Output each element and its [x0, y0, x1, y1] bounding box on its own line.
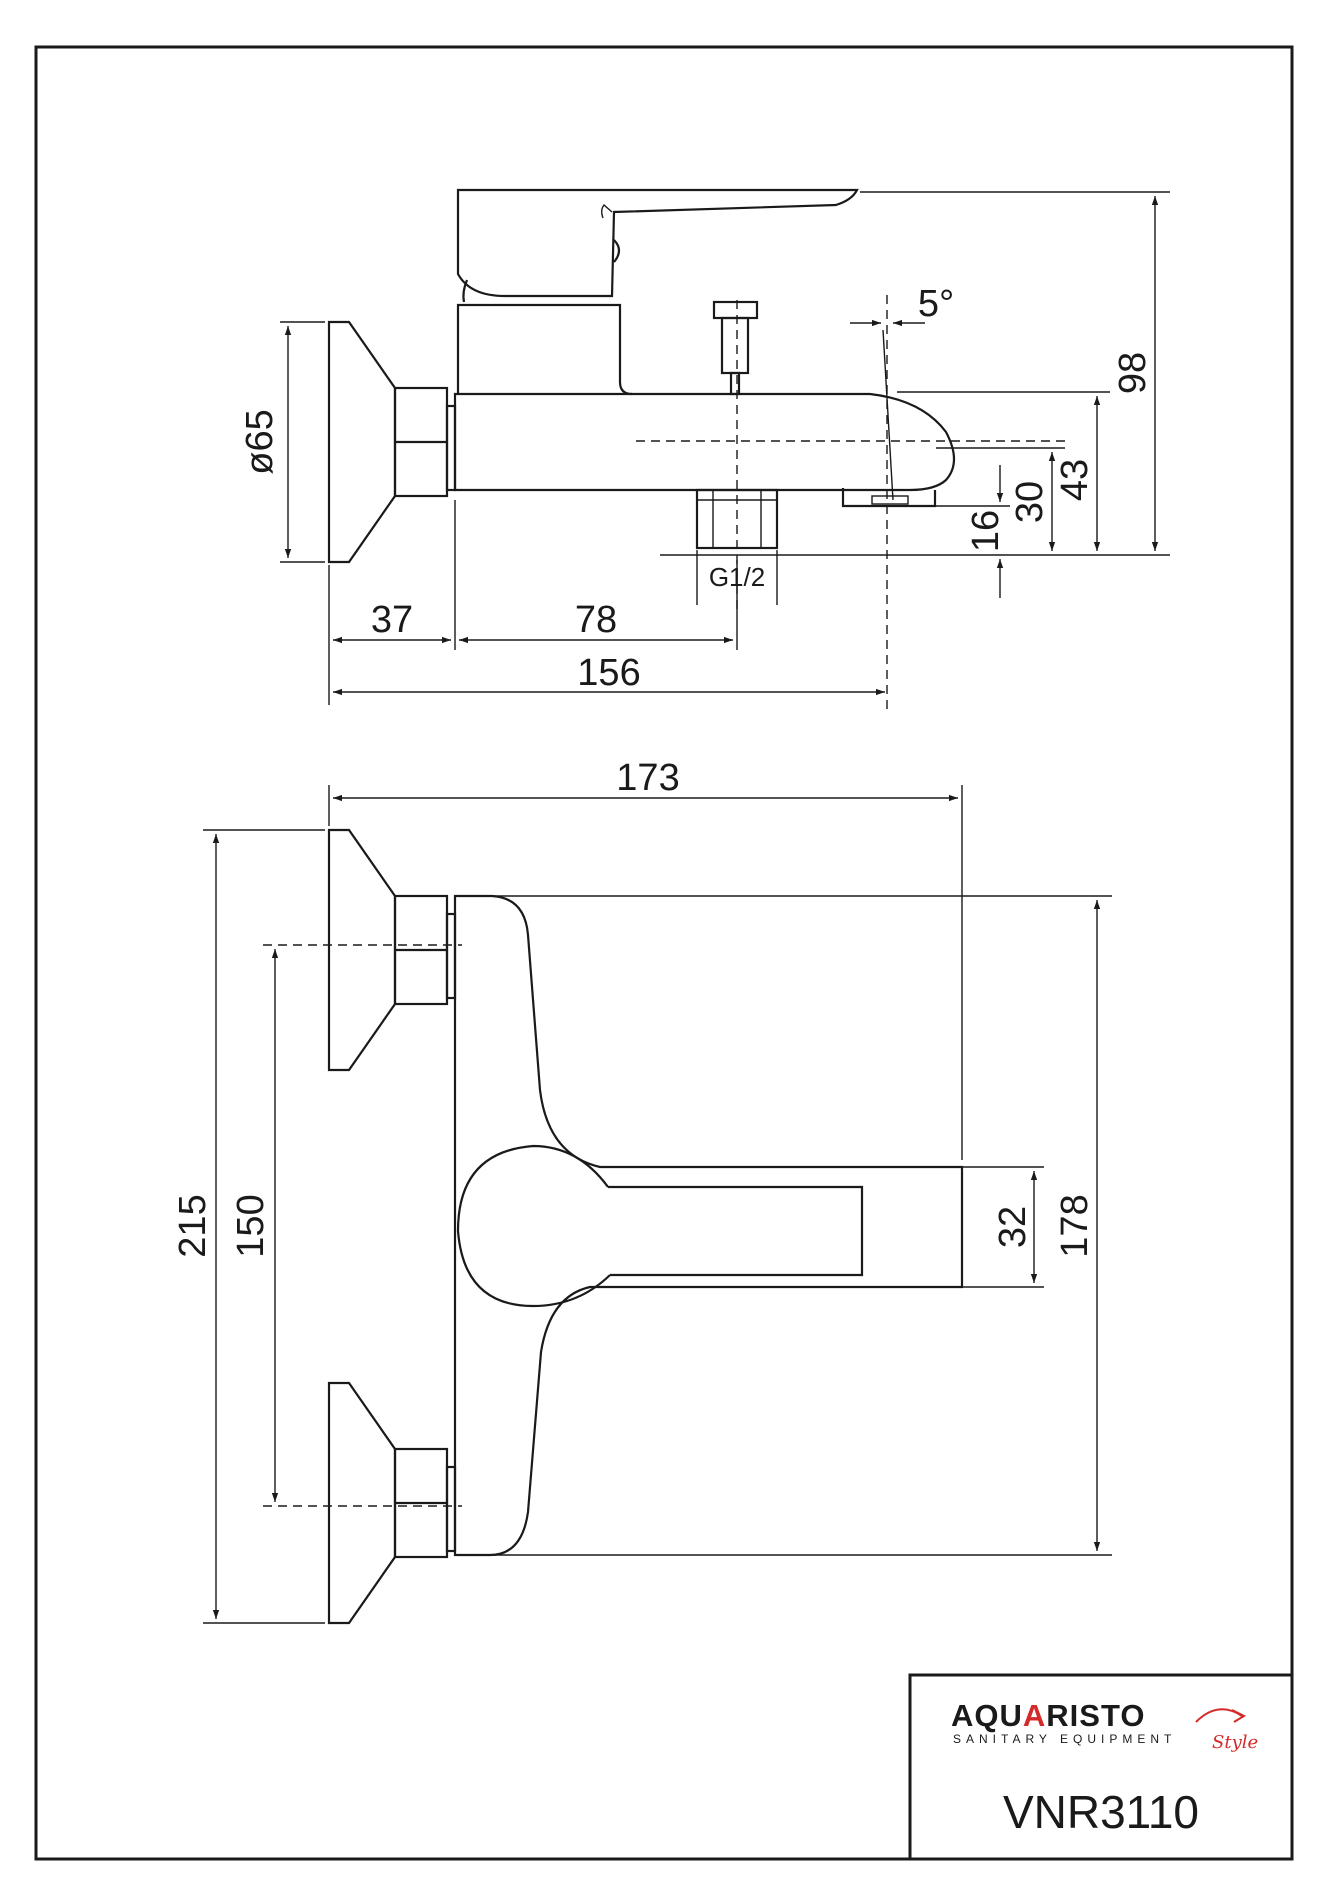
brand-logo: AQUARISTO	[951, 1698, 1145, 1733]
dim-16: 16	[965, 510, 1007, 552]
dim-37: 37	[371, 599, 413, 641]
lever-handle	[456, 188, 859, 298]
dim-173: 173	[616, 757, 679, 799]
dim-32: 32	[992, 1206, 1034, 1248]
lower-flange	[327, 1381, 397, 1625]
diverter-knob	[712, 300, 759, 320]
wall-flange	[327, 320, 397, 564]
brand-style-word: Style	[1212, 1732, 1258, 1753]
dim-diameter-65: ø65	[239, 409, 281, 474]
top-view: 173 215 150 32 178	[172, 757, 1112, 1625]
lever-knob	[456, 1144, 611, 1308]
dim-43: 43	[1054, 459, 1096, 501]
dim-78: 78	[575, 599, 617, 641]
dim-215: 215	[172, 1194, 214, 1257]
dim-30: 30	[1009, 481, 1051, 523]
title-block: AQUARISTO SANITARY EQUIPMENT Style VNR31…	[908, 1673, 1294, 1861]
mixer-body	[453, 392, 956, 492]
lever-blade	[608, 1185, 864, 1277]
dim-178: 178	[1054, 1194, 1096, 1257]
upper-flange	[327, 828, 397, 1072]
brand-subtitle: SANITARY EQUIPMENT	[953, 1732, 1176, 1746]
dim-156: 156	[577, 652, 640, 694]
drawing-frame	[34, 45, 1294, 1861]
side-view: ø65 37 78 156 G1/2 5° 98 43 30 16	[239, 188, 1170, 710]
thread-label: G1/2	[709, 562, 765, 592]
model-code: VNR3110	[1003, 1786, 1199, 1838]
dim-angle: 5°	[918, 283, 954, 325]
dim-150: 150	[230, 1194, 272, 1257]
cartridge-housing	[456, 303, 633, 396]
dim-98: 98	[1112, 352, 1154, 394]
top-body	[453, 894, 964, 1557]
